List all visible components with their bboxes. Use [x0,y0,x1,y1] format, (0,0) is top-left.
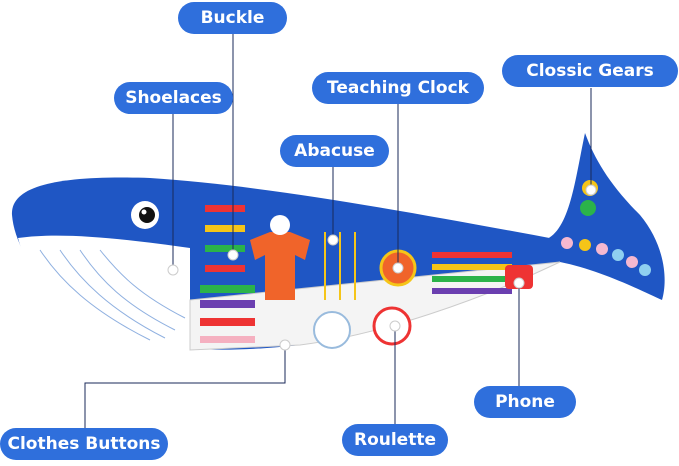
label-phone: Phone [474,386,576,418]
belly-lines [39,249,186,341]
label-buckle: Buckle [178,2,287,34]
leader-dots [167,184,597,351]
weaving-strips [432,252,512,294]
phone-toy [505,265,533,289]
leader-lines [84,34,592,428]
abacus [324,232,356,300]
label-roulette: Roulette [342,424,448,456]
label-teaching-clock: Teaching Clock [312,72,484,104]
label-classic-gears: Clossic Gears [502,55,678,87]
lower-panels [189,261,561,351]
label-shoelaces: Shoelaces [114,82,233,114]
label-abacuse: Abacuse [280,135,389,167]
roulette-left [313,311,351,349]
shoe-strips [200,285,255,343]
shirt-toy [250,215,310,300]
label-clothes-buttons: Clothes Buttons [0,428,168,460]
buckle-straps [205,205,245,272]
gear-buttons [561,237,651,276]
whale-belly [18,235,190,351]
